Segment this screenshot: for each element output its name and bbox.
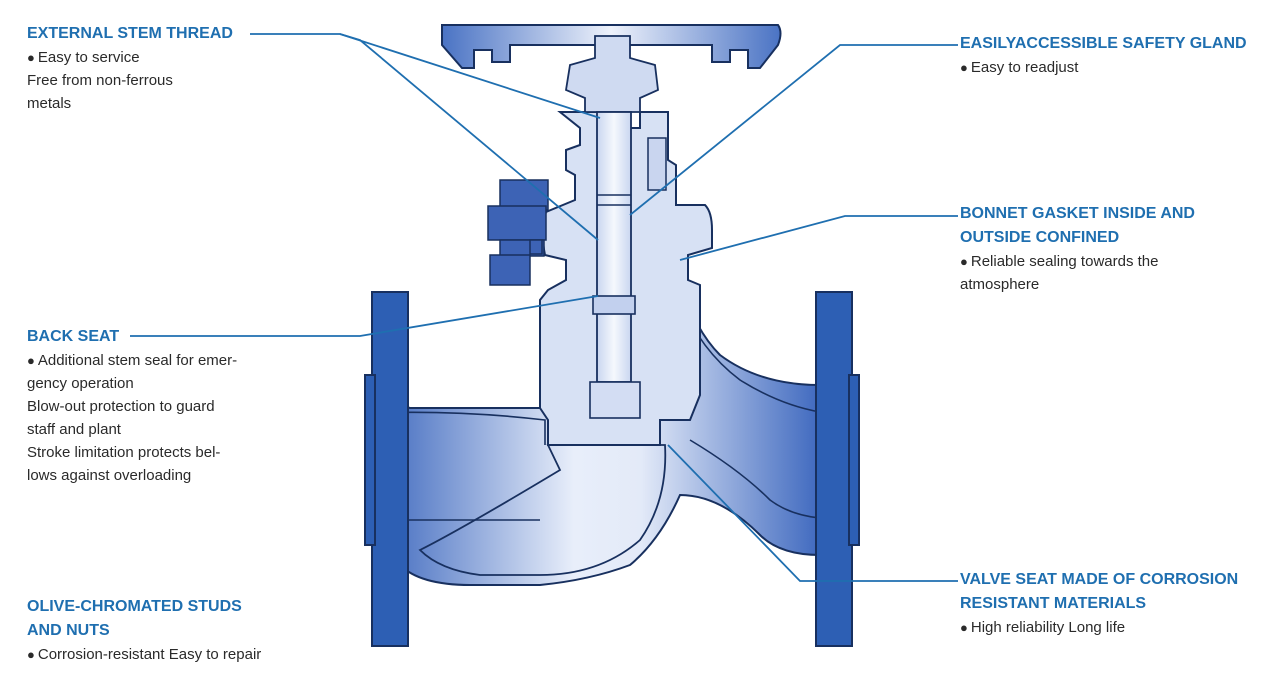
callout-text: metals bbox=[27, 95, 72, 112]
callout-title: BONNET GASKET INSIDE AND bbox=[960, 205, 1195, 222]
callout-valve-seat: VALVE SEAT MADE OF CORROSION RESISTANT M… bbox=[960, 568, 1238, 639]
studs-and-nuts bbox=[487, 179, 549, 286]
callout-text: Additional stem seal for emer- bbox=[37, 352, 238, 369]
bullet-icon: ● bbox=[960, 254, 968, 269]
leader-valve-seat bbox=[667, 444, 958, 582]
callout-title: EASILYACCESSIBLE SAFETY GLAND bbox=[960, 35, 1247, 52]
callout-title: AND NUTS bbox=[27, 622, 110, 639]
handwheel bbox=[441, 24, 782, 69]
valve-disc bbox=[418, 444, 667, 576]
callout-text: Easy to service bbox=[37, 49, 140, 66]
callout-text: Easy to readjust bbox=[970, 59, 1079, 76]
left-flange bbox=[371, 291, 409, 647]
stem-nut bbox=[564, 35, 659, 113]
leader-bonnet-gasket bbox=[679, 215, 958, 261]
valve-stem bbox=[596, 111, 632, 383]
callout-text: Blow-out protection to guard bbox=[27, 398, 215, 415]
callout-safety-gland: EASILYACCESSIBLE SAFETY GLAND ●Easy to r… bbox=[960, 32, 1247, 79]
callout-title: RESISTANT MATERIALS bbox=[960, 595, 1147, 612]
callout-text: Stroke limitation protects bel- bbox=[27, 444, 221, 461]
leader-external-stem-thread bbox=[250, 33, 601, 119]
callout-studs-nuts: OLIVE-CHROMATED STUDS AND NUTS ●Corrosio… bbox=[27, 595, 261, 666]
callout-text: lows against overloading bbox=[27, 467, 192, 484]
leader-back-seat bbox=[130, 295, 599, 337]
callout-text: staff and plant bbox=[27, 421, 121, 438]
callout-text: atmosphere bbox=[960, 276, 1040, 293]
bullet-icon: ● bbox=[960, 620, 968, 635]
callout-text: Reliable sealing towards the bbox=[970, 253, 1159, 270]
leader-safety-gland bbox=[629, 44, 958, 216]
right-flange bbox=[815, 291, 853, 647]
callout-title: OUTSIDE CONFINED bbox=[960, 229, 1120, 246]
callout-bonnet-gasket: BONNET GASKET INSIDE AND OUTSIDE CONFINE… bbox=[960, 202, 1195, 296]
callout-external-stem-thread: EXTERNAL STEM THREAD ●Easy to service Fr… bbox=[27, 22, 233, 115]
leader-lines bbox=[130, 33, 958, 582]
callout-text: Free from non-ferrous bbox=[27, 72, 173, 89]
callout-title: BACK SEAT bbox=[27, 328, 120, 345]
callout-title: EXTERNAL STEM THREAD bbox=[27, 25, 233, 42]
bullet-icon: ● bbox=[27, 647, 35, 662]
callout-text: Corrosion-resistant Easy to repair bbox=[37, 646, 262, 663]
gland-bolt bbox=[647, 137, 667, 191]
callout-back-seat: BACK SEAT ●Additional stem seal for emer… bbox=[27, 325, 237, 487]
bullet-icon: ● bbox=[27, 50, 35, 65]
back-seat-ring bbox=[592, 295, 636, 315]
callout-text: gency operation bbox=[27, 375, 134, 392]
callout-title: VALVE SEAT MADE OF CORROSION bbox=[960, 571, 1239, 588]
bullet-icon: ● bbox=[960, 60, 968, 75]
callout-text: High reliability Long life bbox=[970, 619, 1126, 636]
callout-title: OLIVE-CHROMATED STUDS bbox=[27, 598, 242, 615]
bullet-icon: ● bbox=[27, 353, 35, 368]
